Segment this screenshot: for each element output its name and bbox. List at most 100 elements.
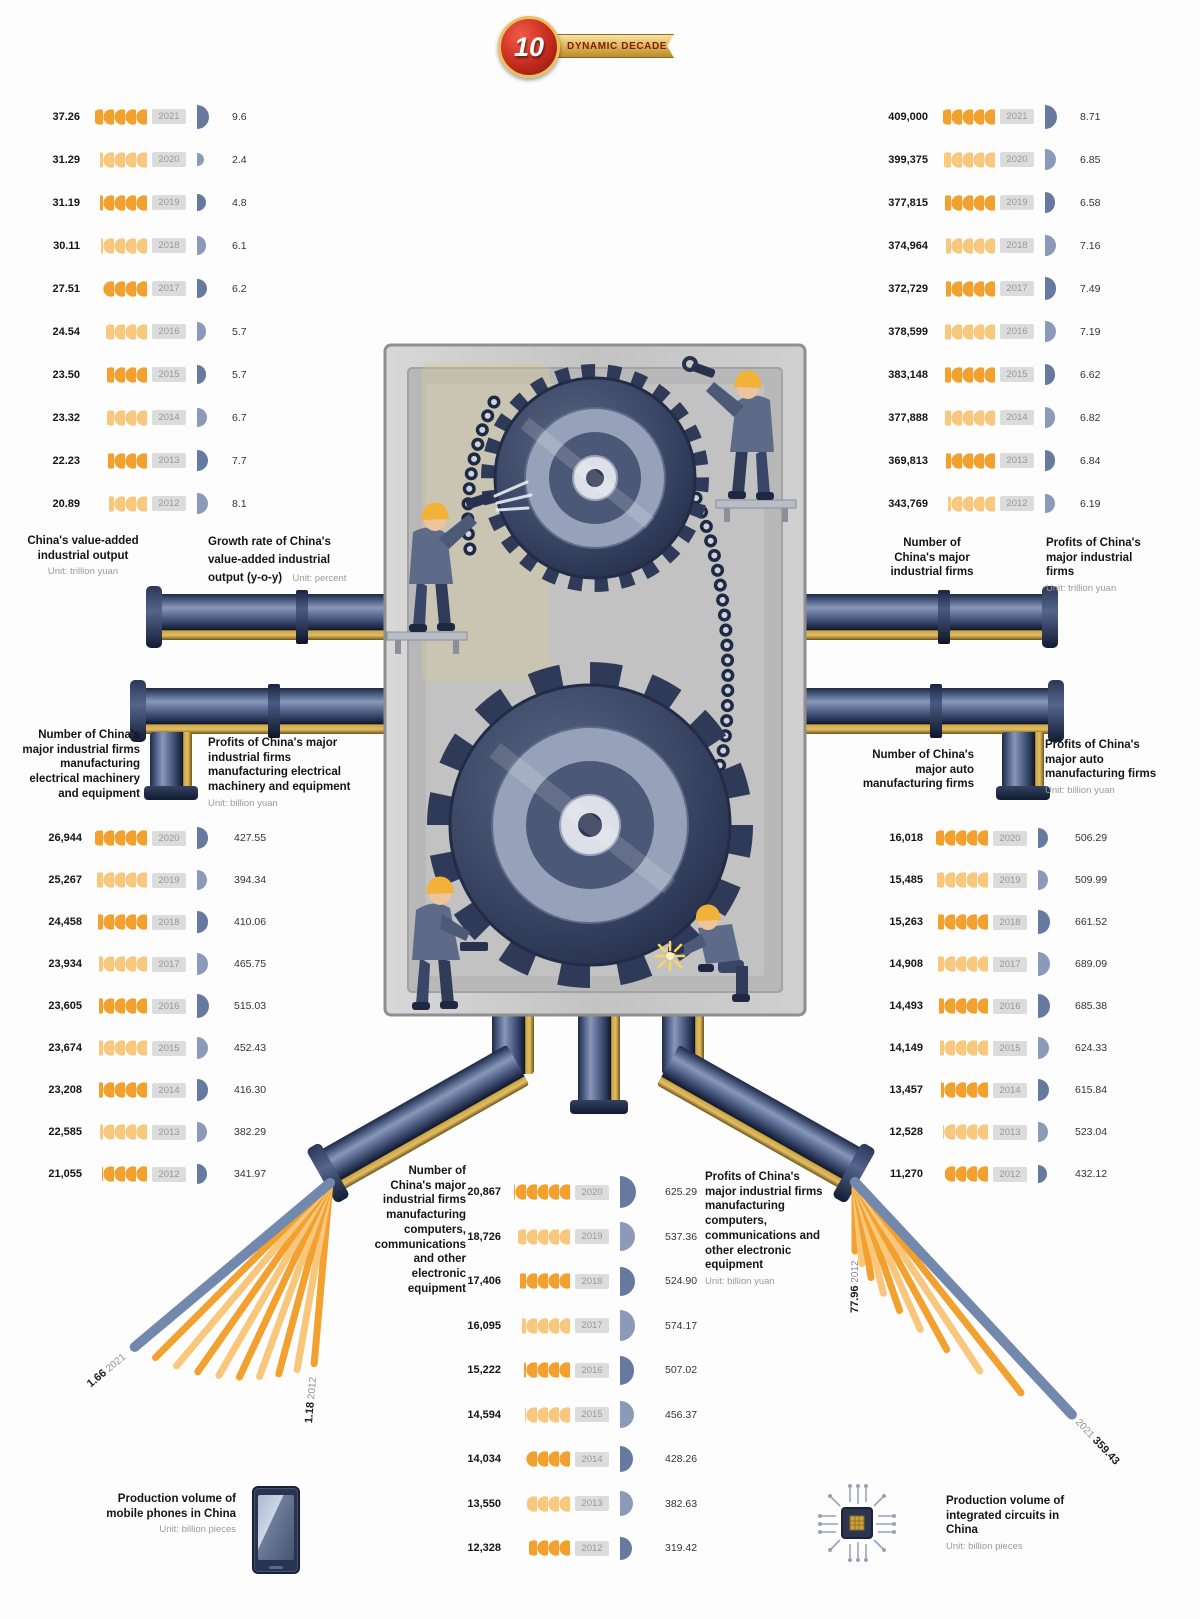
gear-bar — [95, 108, 147, 125]
bar-column — [92, 1082, 152, 1098]
semicircle-column — [1034, 450, 1070, 471]
gear-bar — [944, 151, 995, 168]
semicircle-column — [186, 1079, 224, 1101]
bar-column — [933, 1082, 993, 1098]
year-chip: 2016 — [152, 998, 186, 1014]
semicircle-column — [186, 1121, 224, 1143]
bar-column — [92, 998, 152, 1014]
year-chip-column: 2014 — [152, 410, 186, 425]
bar-value-label: 30.11 — [53, 239, 80, 252]
pipe-segment — [136, 688, 392, 734]
pipe-segment — [800, 594, 1046, 640]
year-chip: 2019 — [152, 872, 186, 888]
gear-upper — [481, 364, 709, 592]
semicircle-marker — [197, 994, 209, 1018]
semi-value-label: 507.02 — [665, 1364, 698, 1377]
chart-title-auto-count: Number of China's major auto manufacturi… — [862, 749, 974, 791]
year-chip: 2015 — [575, 1407, 609, 1423]
bar-column — [90, 495, 152, 512]
gear-bar — [102, 1166, 147, 1182]
bar-column — [511, 1317, 575, 1334]
chart-title-output: China's value-added industrial output Un… — [27, 535, 139, 578]
semicircle-marker — [197, 449, 208, 472]
semi-value-label: 341.97 — [234, 1168, 267, 1180]
pipe-flange — [1048, 680, 1064, 742]
semicircle-column — [186, 869, 224, 891]
fan-title-phones: Production volume of mobile phones in Ch… — [106, 1493, 236, 1536]
semi-value-label: 7.19 — [1080, 325, 1101, 338]
bar-column — [938, 151, 1000, 168]
semicircle-marker — [1045, 234, 1056, 257]
bar-column — [938, 495, 1000, 512]
bar-column — [933, 1124, 993, 1140]
semicircle-marker — [620, 1401, 634, 1429]
spray-lines — [493, 480, 533, 512]
semicircle-marker — [1045, 493, 1055, 514]
gear-bar — [99, 1082, 147, 1098]
semi-value-label: 432.12 — [1075, 1168, 1108, 1180]
semicircle-column — [186, 994, 224, 1018]
chip-die — [849, 1515, 865, 1531]
fan-ray-2021 — [129, 1178, 335, 1352]
year-chip: 2021 — [152, 109, 186, 124]
bar-value-label: 14,149 — [889, 1042, 923, 1054]
year-chip-column: 2020 — [1000, 152, 1034, 167]
semi-value-label: 6.58 — [1080, 196, 1101, 209]
year-chip-column: 2019 — [152, 872, 186, 888]
semi-value-label: 428.26 — [665, 1453, 698, 1466]
year-chip: 2020 — [1000, 152, 1034, 167]
pipe-flange — [146, 586, 162, 648]
bar-value-label: 18,726 — [467, 1230, 501, 1243]
semicircle-marker — [620, 1536, 632, 1560]
year-chip: 2016 — [575, 1362, 609, 1378]
worker-figure — [682, 356, 797, 522]
fan-label-2021: 1.66 2021 — [85, 1351, 129, 1390]
semicircle-column — [609, 1446, 655, 1473]
bar-column — [938, 409, 1000, 426]
semi-value-label: 689.09 — [1075, 958, 1108, 970]
semi-value-label: 416.30 — [234, 1084, 267, 1096]
semicircle-marker — [197, 104, 209, 129]
wrench-icon — [682, 356, 698, 372]
semicircle-marker — [1038, 910, 1050, 934]
logo-ribbon-text: DYNAMIC DECADE — [567, 40, 668, 52]
semicircle-column — [609, 1536, 655, 1560]
bar-value-label: 27.51 — [52, 282, 80, 295]
semi-value-label: 8.1 — [232, 497, 247, 510]
semicircle-column — [186, 322, 222, 341]
bar-column — [511, 1184, 575, 1201]
year-chip-column: 2020 — [152, 152, 186, 167]
semi-value-label: 9.6 — [232, 110, 247, 123]
year-chip-column: 2013 — [152, 1124, 186, 1140]
year-chip-column: 2015 — [993, 1040, 1027, 1056]
bar-value-label: 378,599 — [888, 325, 928, 338]
semicircle-marker — [1038, 1121, 1049, 1143]
semi-value-label: 506.29 — [1075, 832, 1108, 844]
year-chip-column: 2020 — [575, 1184, 609, 1200]
year-chip: 2015 — [1000, 367, 1034, 382]
semi-value-label: 5.7 — [232, 325, 247, 338]
semicircle-column — [1027, 827, 1065, 849]
semicircle-marker — [197, 1036, 209, 1060]
year-chip: 2016 — [1000, 324, 1034, 339]
year-chip: 2015 — [152, 367, 186, 382]
pipe-segment — [800, 688, 1052, 734]
bar-value-label: 20,867 — [467, 1186, 501, 1199]
semi-value-label: 427.55 — [234, 832, 267, 844]
year-chip: 2013 — [152, 453, 186, 468]
semicircle-marker — [1038, 1036, 1050, 1060]
